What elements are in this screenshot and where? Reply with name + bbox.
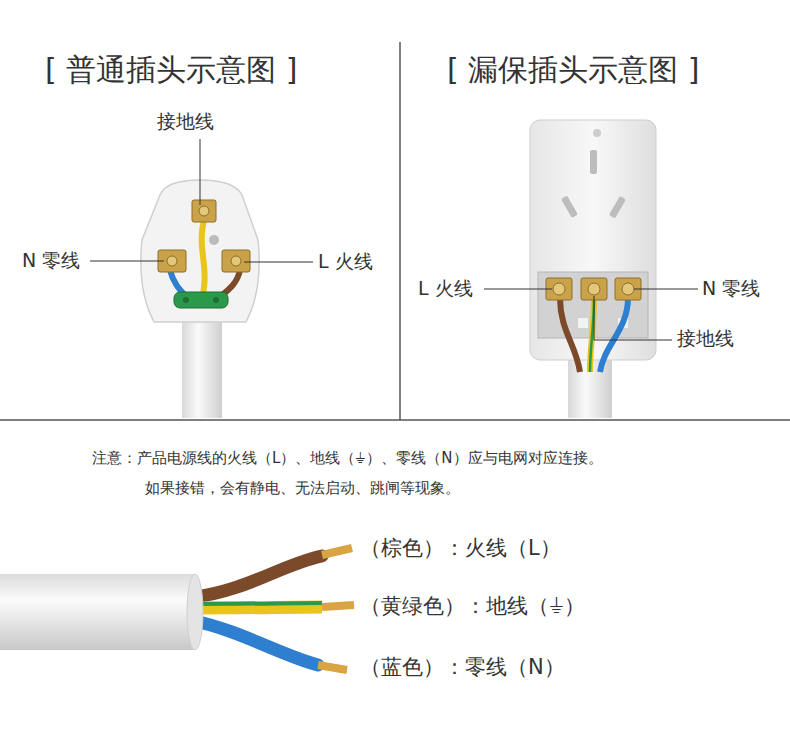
wire-label: L 火线 (318, 250, 373, 273)
wire-label: N 零线 (22, 249, 80, 272)
wire-label: 接地线 (677, 327, 734, 350)
note-text: 如果接错，会有静电、无法启动、跳闸等现象。 (145, 479, 460, 497)
wire-label: N 零线 (702, 277, 760, 300)
wire-label: 接地线 (157, 110, 214, 133)
color-label: （蓝色）：零线（N） (360, 655, 565, 680)
color-label: （黄绿色）：地线（⏚） (360, 594, 585, 619)
panel-title: [ 普通插头示意图 ] (45, 52, 297, 88)
panel-title: [ 漏保插头示意图 ] (447, 52, 699, 88)
note-text: 注意：产品电源线的火线（L）、地线（⏚）、零线（N）应与电网对应连接。 (92, 449, 603, 467)
wire-label: L 火线 (418, 277, 473, 300)
color-label: （棕色）：火线（L） (360, 536, 561, 561)
